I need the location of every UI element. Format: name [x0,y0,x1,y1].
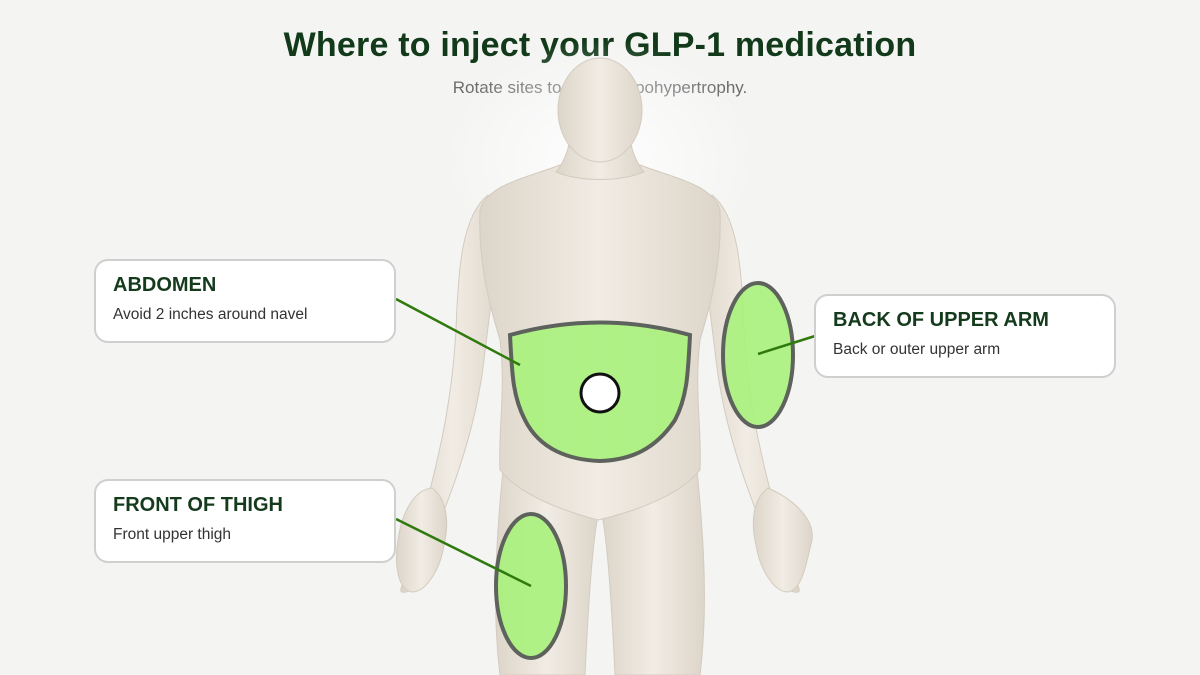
thigh-title: FRONT OF THIGH [113,494,283,516]
left-arm [400,194,506,593]
abdomen-title: ABDOMEN [113,274,217,296]
navel-exclusion-circle [579,372,621,414]
abdomen-description: Avoid 2 inches around navel [113,306,308,323]
head [557,57,643,163]
upper-arm-leader-line [757,334,816,356]
thigh-callout[interactable]: FRONT OF THIGH Front upper thigh [94,479,396,563]
right-hand [752,487,813,593]
upper-arm-zone[interactable] [721,281,795,429]
upper-arm-title: BACK OF UPPER ARM [833,309,1049,331]
upper-arm-callout[interactable]: BACK OF UPPER ARM Back or outer upper ar… [814,294,1116,378]
thigh-description: Front upper thigh [113,526,232,543]
abdomen-callout[interactable]: ABDOMEN Avoid 2 inches around navel [94,259,396,343]
injection-zones [494,281,795,660]
right-leg [601,469,705,675]
abdomen-leader-line [395,297,521,367]
left-hand [396,487,448,593]
leader-lines [395,297,816,588]
thigh-leader-line [395,517,532,588]
upper-arm-description: Back or outer upper arm [833,341,1001,358]
